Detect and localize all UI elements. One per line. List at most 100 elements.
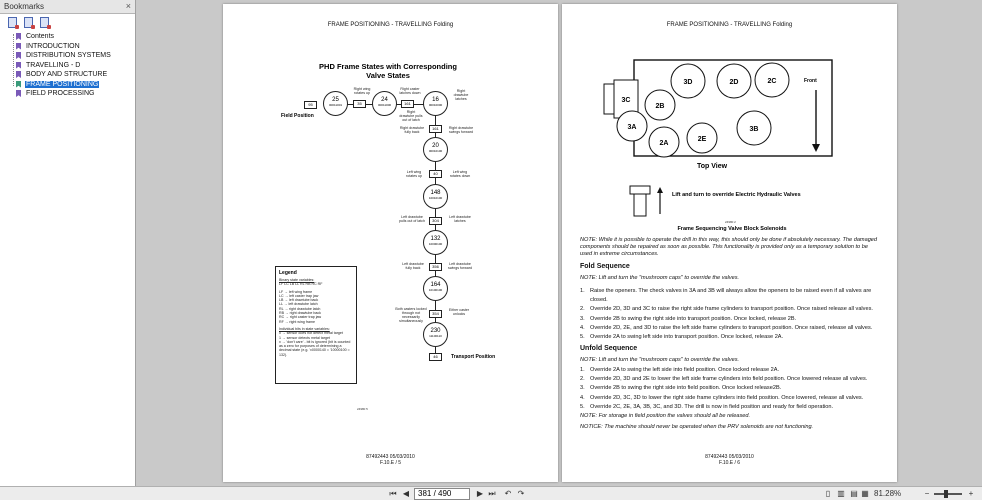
document-view[interactable]: FRAME POSITIONING - TRAVELLING Folding P… <box>137 0 982 486</box>
bookmark-icon <box>16 33 21 40</box>
list-item: 4.Override 2D, 3C, 3D to lower the right… <box>580 394 864 401</box>
bookmark-icon <box>16 80 21 88</box>
zoom-out-icon[interactable]: − <box>924 489 930 498</box>
valve-box: 35 <box>353 100 366 108</box>
bookmark-frame-positioning[interactable]: FRAME POSITIONING <box>0 80 135 90</box>
transition-note: Right drawtube pulls out of latch <box>399 110 423 122</box>
transition-note: Right drawtube latches <box>453 89 469 101</box>
expand-bookmark-icon[interactable] <box>8 16 19 29</box>
valve-label: 2A <box>660 140 669 147</box>
fold-steps-list: 1.Raise the openers. The check valves in… <box>580 287 880 342</box>
first-page-button[interactable]: ⏮ <box>389 489 397 498</box>
fold-note: NOTE: Lift and turn the "mushroom caps" … <box>580 275 740 281</box>
bookmark-icon <box>16 71 21 78</box>
two-page-icon[interactable]: ▥ <box>837 489 845 498</box>
zoom-in-icon[interactable]: + <box>968 489 974 498</box>
valve-label: 3A <box>628 124 637 131</box>
last-page-button[interactable]: ⏭ <box>488 489 496 498</box>
bookmarks-header: Bookmarks × <box>0 0 135 14</box>
transition-note: Right drawtube swings forward <box>448 126 474 134</box>
transition-note: Either caster unlocks <box>448 308 470 316</box>
facing-pages-icon[interactable]: ▦ <box>861 489 869 498</box>
valve-box: 354 <box>429 310 442 318</box>
fold-sequence-title: Fold Sequence <box>580 263 630 270</box>
notice: NOTICE: The machine should never be oper… <box>580 424 814 430</box>
unfold-steps-list: 1.Override 2A to swing the left side int… <box>580 366 880 412</box>
mushroom-cap-icon <box>629 185 663 217</box>
bookmark-tree: Contents INTRODUCTION DISTRIBUTION SYSTE… <box>0 30 135 99</box>
valve-block-diagram: 3C 3D 2D 2C 2B 3A 2A 2E 3B Front Top Vie… <box>603 59 833 170</box>
list-item: 2.Override 2D, 3D and 2E to lower the le… <box>580 376 868 383</box>
zoom-level: 81.28% <box>874 489 902 498</box>
transition-note: Left drawtube swings forward <box>448 262 472 270</box>
note-paragraph: NOTE: While it is possible to operate th… <box>580 237 878 257</box>
transition-note: Both casters locked through not necessar… <box>395 307 427 323</box>
valve-label: 2B <box>656 103 665 110</box>
continuous-page-icon[interactable]: ▤ <box>850 489 858 498</box>
transition-note: Left drawtube fully back <box>402 262 424 270</box>
tree-connector <box>13 34 14 86</box>
page-number-input[interactable]: 381 / 490 <box>414 488 470 500</box>
bookmark-travelling-d[interactable]: TRAVELLING - D <box>0 61 135 71</box>
bookmark-body-and-structure[interactable]: BODY AND STRUCTURE <box>0 70 135 80</box>
list-item: 3.Override 2B to swing the right side in… <box>580 385 782 392</box>
bookmarks-toolbar <box>0 14 135 30</box>
add-bookmark-icon[interactable] <box>24 16 35 29</box>
valve-box: 161 <box>401 100 414 108</box>
diagram-title: PHD Frame States with Corresponding Valv… <box>319 62 457 80</box>
list-item: 4.Override 2D, 2E, and 3D to raise the l… <box>580 324 873 331</box>
top-view-label: Top View <box>697 163 728 170</box>
page-header: FRAME POSITIONING - TRAVELLING Folding <box>666 22 793 28</box>
close-icon[interactable]: × <box>125 1 131 11</box>
list-item: 1.Raise the openers. The check valves in… <box>580 288 872 304</box>
bookmark-icon <box>16 90 21 97</box>
front-label: Front <box>804 78 817 84</box>
bookmark-distribution-systems[interactable]: DISTRIBUTION SYSTEMS <box>0 51 135 61</box>
valve-label: 3D <box>684 79 693 86</box>
valve-label: 2E <box>698 136 707 143</box>
valve-label: 2C <box>768 78 777 85</box>
list-item: 1.Override 2A to swing the left side int… <box>580 367 780 373</box>
bookmark-field-processing[interactable]: FIELD PROCESSING <box>0 89 135 99</box>
page-footer: 87492443 05/03/2010 F.10.E / 5 <box>366 454 415 466</box>
bookmark-introduction[interactable]: INTRODUCTION <box>0 42 135 52</box>
bookmark-icon <box>16 61 21 69</box>
previous-page-button[interactable]: ◀ <box>402 489 410 498</box>
bookmarks-panel: Bookmarks × Contents INTRODUCTION DISTRI… <box>0 0 136 486</box>
bookmarks-title: Bookmarks <box>4 2 45 11</box>
bookmark-icon <box>16 42 21 50</box>
bookmark-options-icon[interactable] <box>40 16 51 29</box>
field-position-label: Field Position <box>281 113 314 119</box>
valve-label: 3C <box>622 97 631 104</box>
figure-caption: Frame Sequencing Valve Block Solenoids <box>677 226 787 232</box>
valve-box: 95 <box>304 101 317 109</box>
valve-box: 40 <box>429 170 442 178</box>
forward-view-icon[interactable]: ↷ <box>517 489 525 498</box>
list-item: 3.Override 2B to swing the right side in… <box>580 315 797 322</box>
list-item: 5.Override 2C, 2E, 3A, 3B, 3C, and 3D. T… <box>580 403 834 410</box>
unfold-sequence-title: Unfold Sequence <box>580 345 638 352</box>
status-bar: ⏮ ◀ 381 / 490 ▶ ⏭ ↶ ↷ ▯ ▥ ▤ ▦ 81.28% − + <box>0 486 982 500</box>
page-right: FRAME POSITIONING - TRAVELLING Folding 3… <box>562 4 897 482</box>
valve-box: 161 <box>429 125 442 133</box>
zoom-slider[interactable] <box>934 493 962 495</box>
figure-code: 24980 5 <box>357 407 368 411</box>
next-page-button[interactable]: ▶ <box>476 489 484 498</box>
figure-code: 24980 2 <box>725 220 736 224</box>
valve-box: 46 <box>429 353 442 361</box>
transition-note: Left wing rotates up <box>406 170 422 178</box>
bookmark-contents[interactable]: Contents <box>0 32 135 42</box>
valve-label: 3B <box>750 126 759 133</box>
single-page-icon[interactable]: ▯ <box>825 489 831 498</box>
override-label: Lift and turn to override Electric Hydra… <box>672 192 801 198</box>
page-footer: 87492443 05/03/2010 F.10.E / 6 <box>705 454 754 466</box>
list-item: 5.Override 2A to swing left side into tr… <box>580 334 784 341</box>
back-view-icon[interactable]: ↶ <box>504 489 512 498</box>
bookmark-icon <box>16 52 21 59</box>
zoom-slider-handle[interactable] <box>944 490 948 498</box>
